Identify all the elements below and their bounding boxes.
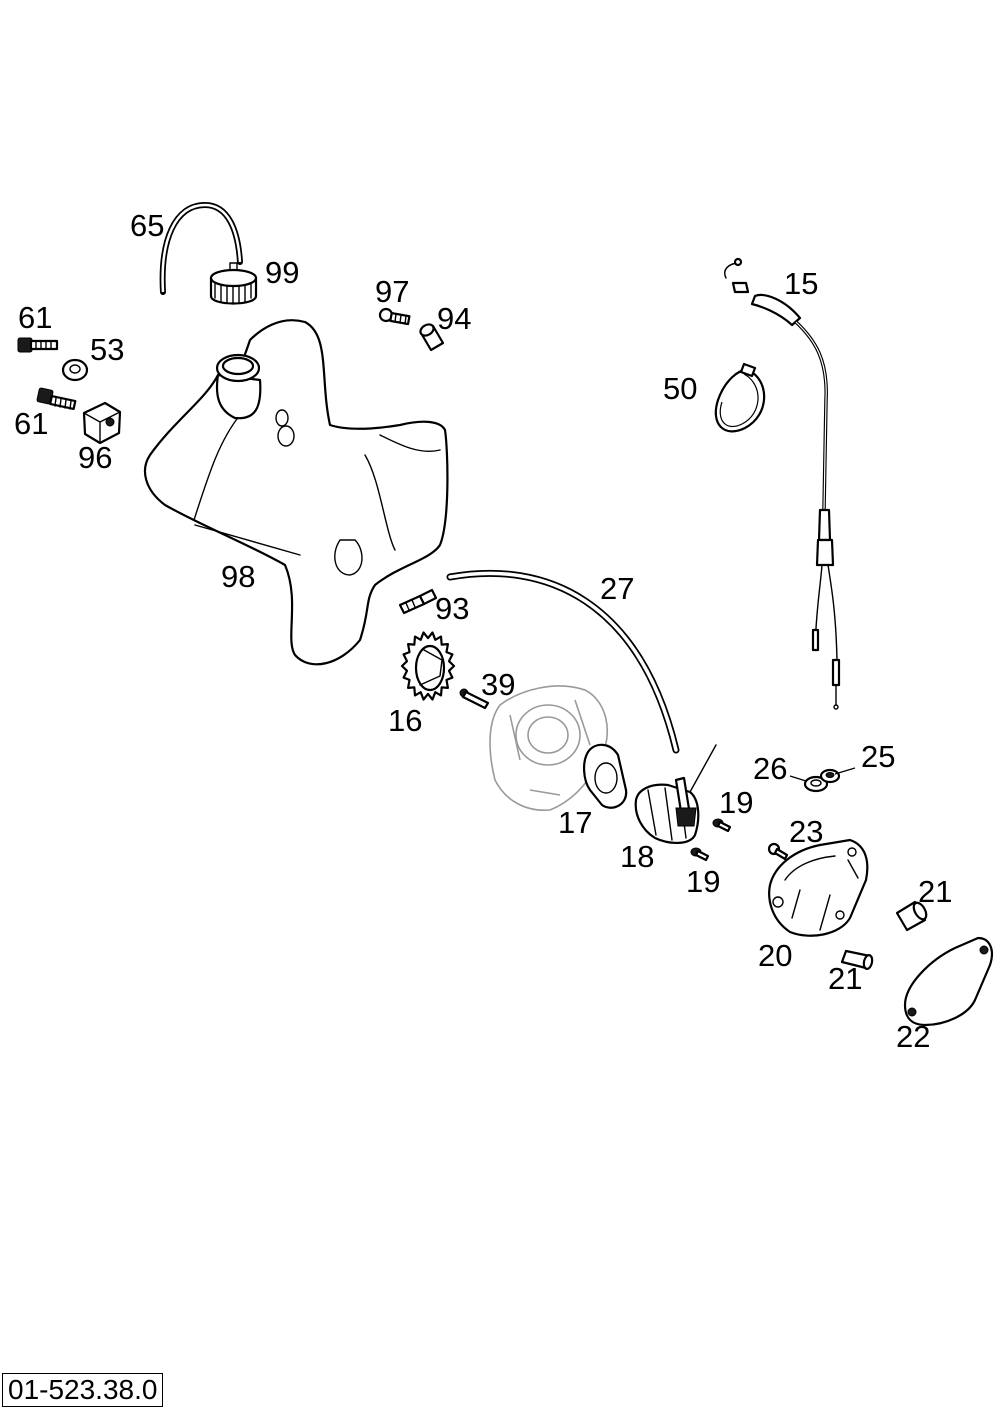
part-53-washer: [61, 358, 89, 382]
callout-15: 15: [784, 266, 818, 301]
part-22-cover-gasket: [903, 936, 994, 1027]
callout-25: 25: [861, 739, 895, 774]
leader-25: [834, 767, 856, 775]
callout-39: 39: [481, 667, 515, 702]
part-18-oil-pump: [634, 744, 717, 844]
part-99-tank-cap: [209, 262, 258, 305]
part-23-screw: [767, 842, 789, 861]
callout-93: 93: [435, 591, 469, 626]
callout-97: 97: [375, 274, 409, 309]
part-25-seal-ring: [819, 768, 841, 784]
leader-26: [789, 775, 807, 782]
callout-23: 23: [789, 814, 823, 849]
part-61-bolt-upper: [17, 337, 59, 353]
part-98-oil-tank: [143, 319, 449, 666]
part-15-control-cable: [724, 257, 841, 710]
callout-98: 98: [221, 559, 255, 594]
part-65-hose: [159, 202, 243, 295]
part-93-hose-nipple: [398, 588, 438, 615]
callout-18: 18: [620, 839, 654, 874]
callout-19-lower: 19: [686, 864, 720, 899]
callout-27: 27: [600, 571, 634, 606]
callout-53: 53: [90, 332, 124, 367]
part-20-pump-cover: [768, 838, 869, 937]
callout-96: 96: [78, 440, 112, 475]
callout-61-lower: 61: [14, 406, 48, 441]
part-27-oil-hose: [446, 569, 680, 754]
callout-17: 17: [558, 805, 592, 840]
callout-21-upper: 21: [918, 874, 952, 909]
callout-50: 50: [663, 371, 697, 406]
part-61-bolt-lower: [36, 387, 77, 411]
callout-94: 94: [437, 301, 471, 336]
callout-20: 20: [758, 938, 792, 973]
part-97-screw: [378, 307, 411, 326]
callout-99: 99: [265, 255, 299, 290]
part-16-pump-gear: [400, 631, 456, 701]
part-96-mount-block: [82, 401, 122, 445]
reference-code: 01-523.38.0: [2, 1373, 164, 1407]
part-17-gasket: [583, 743, 628, 809]
callout-61-upper: 61: [18, 300, 52, 335]
callout-65: 65: [130, 208, 164, 243]
callout-19-upper: 19: [719, 785, 753, 820]
engine-case-outline: [489, 685, 608, 811]
part-21-dowel-lower: [840, 949, 874, 970]
part-19-screw-lower: [690, 847, 710, 862]
callout-26: 26: [753, 751, 787, 786]
part-39-screw: [459, 688, 490, 710]
part-21-dowel-upper: [895, 900, 928, 932]
part-50-clamp: [714, 362, 766, 433]
part-26-seal-ring: [803, 775, 829, 793]
part-19-screw-upper: [712, 818, 732, 833]
part-94-bushing: [419, 323, 445, 352]
callout-22: 22: [896, 1019, 930, 1054]
callout-21-lower: 21: [828, 961, 862, 996]
callout-16: 16: [388, 703, 422, 738]
